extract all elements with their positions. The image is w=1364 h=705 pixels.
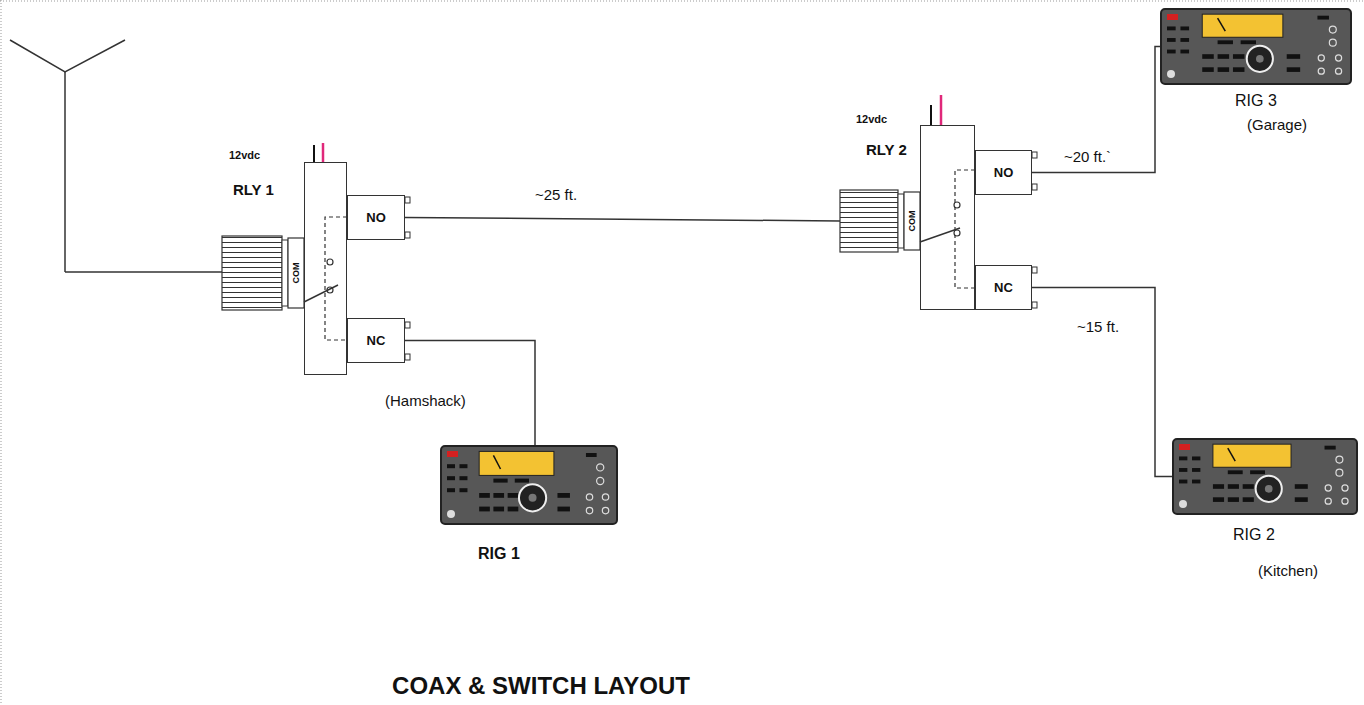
port-label: COM [907, 211, 917, 232]
nc-port: NC [975, 265, 1032, 310]
relay-body: 12vdcRLY 1 [304, 162, 347, 375]
rig-name: RIG 2 [1233, 526, 1275, 544]
relay-name: RLY 1 [233, 181, 274, 198]
relay-internals [920, 170, 975, 288]
relay-name: RLY 2 [866, 141, 907, 158]
voltage-label: 12vdc [856, 113, 887, 126]
power-wire [940, 95, 943, 125]
antenna-symbol [10, 40, 222, 272]
port-label: NC [367, 333, 386, 348]
frame-line [1, 0, 2, 705]
voltage-label: 12vdc [229, 149, 260, 162]
location-label: (Garage) [1247, 116, 1307, 133]
location-label: (Hamshack) [385, 392, 466, 409]
com-connector: COM [222, 236, 304, 310]
port-label: NO [994, 165, 1014, 180]
radio-rig: (Hamshack)RIG 1 [440, 445, 618, 525]
power-wire [930, 105, 932, 125]
length-label: ~15 ft. [1075, 318, 1121, 335]
length-label: ~25 ft. [533, 186, 579, 203]
port-flanges [1032, 152, 1037, 308]
frame-line [0, 1, 1364, 2]
rig-illustration [1172, 438, 1358, 515]
location-label: (Kitchen) [1258, 562, 1318, 579]
no-port: NO [975, 150, 1032, 195]
rig-illustration [440, 445, 618, 525]
port-label: COM [291, 263, 301, 284]
radio-rig: RIG 3(Garage) [1160, 8, 1352, 85]
power-wire [322, 143, 325, 162]
relay-internals [304, 217, 347, 340]
connector-fins [222, 236, 304, 310]
length-label: ~20 ft.` [1062, 148, 1113, 165]
power-wire [313, 145, 315, 162]
nc-port: NC [347, 318, 405, 363]
no-port: NO [347, 195, 405, 240]
coax-line [1032, 47, 1160, 173]
com-connector: COM [840, 190, 920, 252]
rig-name: RIG 3 [1235, 92, 1277, 110]
diagram-title: COAX & SWITCH LAYOUT [392, 672, 690, 700]
port-label: NO [366, 210, 386, 225]
coax-line [1032, 288, 1172, 477]
radio-rig: RIG 2(Kitchen) [1172, 438, 1358, 515]
coax-line [405, 218, 840, 222]
port-label: NC [994, 280, 1013, 295]
connector-fins [840, 190, 920, 252]
port-flanges [405, 197, 410, 360]
rig-illustration [1160, 8, 1352, 85]
rig-name: RIG 1 [478, 545, 520, 563]
relay-body: 12vdcRLY 2 [920, 125, 975, 310]
